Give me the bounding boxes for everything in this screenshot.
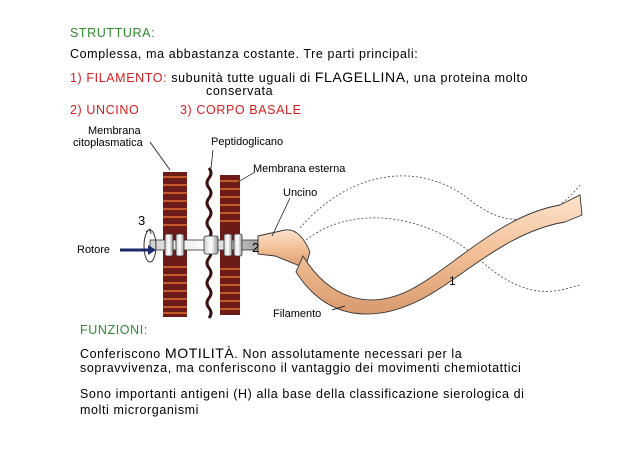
basal-rings: [164, 233, 243, 257]
label-filamento: Filamento: [273, 308, 322, 320]
label-rotore: Rotore: [77, 244, 111, 256]
label-num-1: 1: [449, 274, 456, 288]
funzioni-heading: FUNZIONI:: [80, 323, 148, 337]
label-uncino: Uncino: [283, 187, 318, 199]
funz1-emph: MOTILITÀ: [164, 345, 235, 361]
label-membrana-esterna: Membrana esterna: [253, 163, 346, 175]
part1-line2: conservata: [206, 84, 274, 98]
part1-label: 1) FILAMENTO:: [70, 71, 168, 85]
funz2-line1: Sono importanti antigeni (H) alla base d…: [80, 387, 525, 401]
funz1-a: Conferiscono: [80, 347, 165, 361]
funz1-b: . Non assolutamente necessari per la: [234, 347, 463, 361]
label-membrana-1: Membrana: [88, 125, 141, 137]
part1-emph: FLAGELLINA: [314, 69, 406, 85]
motion-outline-upper: [299, 175, 581, 229]
struttura-heading: STRUTTURA:: [70, 26, 156, 40]
filamento-body: [295, 194, 583, 315]
funz1-line1: Conferiscono MOTILITÀ. Non assolutamente…: [80, 345, 462, 361]
part1-line: 1) FILAMENTO: subunità tutte uguali di F…: [70, 69, 528, 85]
label-peptidoglicano: Peptidoglicano: [211, 136, 284, 148]
part1-text-a: subunità tutte uguali di: [171, 71, 315, 85]
motion-outline-lower: [299, 217, 581, 292]
funz1-line2: sopravvivenza, ma conferiscono il vantag…: [80, 361, 522, 375]
part2-label: 2) UNCINO: [70, 103, 140, 117]
part3-label: 3) CORPO BASALE: [180, 103, 302, 117]
label-membrana-2: citoplasmatica: [73, 137, 143, 149]
part1-text-b: , una proteina molto: [405, 71, 529, 85]
label-num-2: 2: [252, 240, 260, 255]
funz2-line2: molti microrganismi: [80, 403, 200, 417]
label-num-3: 3: [138, 213, 146, 228]
intro-line: Complessa, ma abbastanza costante. Tre p…: [70, 47, 419, 61]
